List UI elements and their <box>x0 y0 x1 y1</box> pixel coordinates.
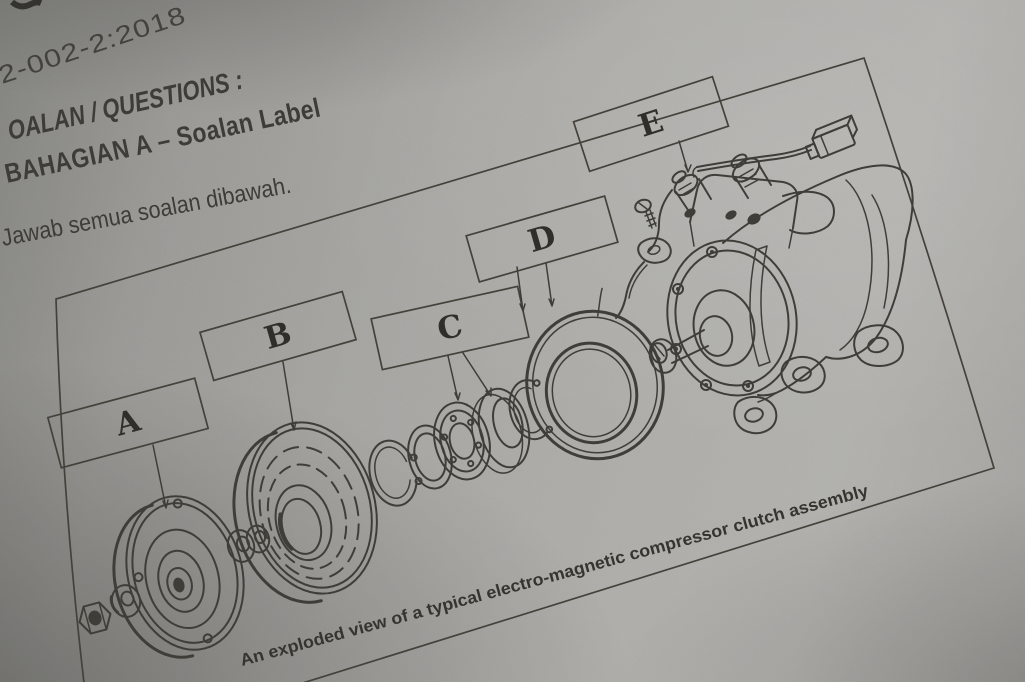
photographed-exam-page: 2-002-2:2018 OALAN / QUESTIONS : BAHAGIA… <box>0 0 1025 682</box>
photo-grain-overlay <box>0 0 1025 682</box>
worksheet-scan: 2-002-2:2018 OALAN / QUESTIONS : BAHAGIA… <box>0 0 1025 682</box>
screenshot-root: { "document": { "corner_code": "2-002-2:… <box>0 0 1025 682</box>
